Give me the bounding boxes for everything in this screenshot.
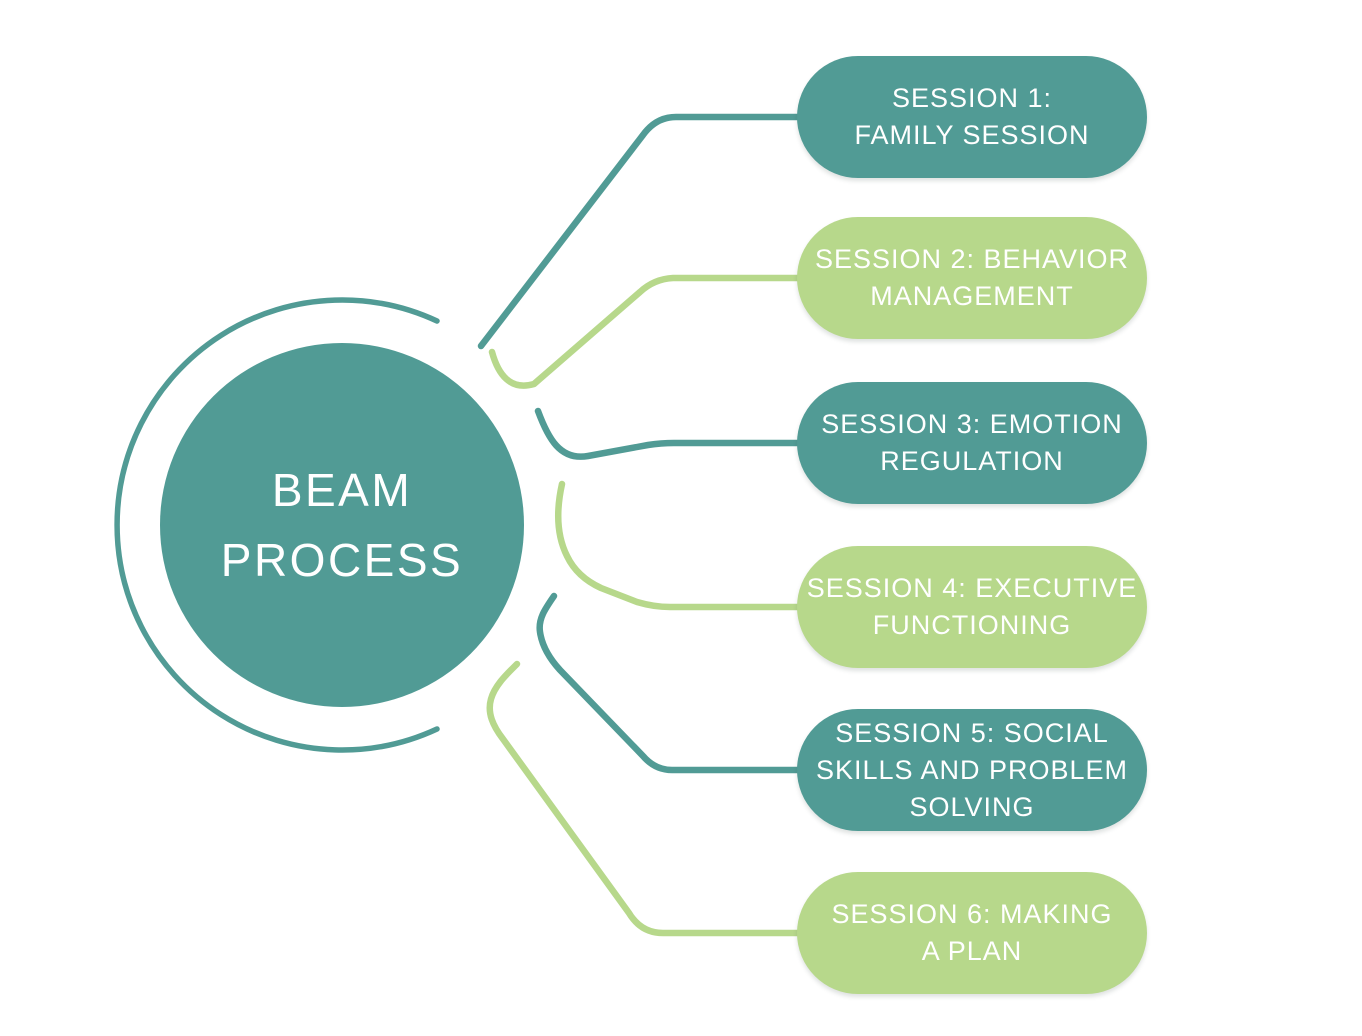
center-node: BEAM PROCESS — [160, 343, 524, 707]
session-6-label-line-2: A PLAN — [921, 936, 1023, 966]
connector-session-6 — [486, 660, 804, 937]
session-1-label-line-1: SESSION 1: — [891, 83, 1053, 113]
session-5-label-line-3: SOLVING — [909, 791, 1035, 822]
connector-session-2 — [488, 274, 804, 389]
connector-session-3 — [534, 407, 804, 460]
session-6-label-line-1: SESSION 6: MAKING — [831, 899, 1113, 929]
session-5-label-line-1: SESSION 5: SOCIAL — [835, 717, 1109, 748]
session-2-label-line-2: MANAGEMENT — [870, 281, 1074, 311]
session-3-label-line-1: SESSION 3: EMOTION — [821, 409, 1123, 439]
connector-session-1 — [477, 113, 804, 350]
session-5-node: SESSION 5: SOCIAL SKILLS AND PROBLEM SOL… — [797, 709, 1147, 831]
center-title-line-2: PROCESS — [220, 534, 464, 586]
session-3-node: SESSION 3: EMOTION REGULATION — [797, 382, 1147, 504]
session-6-node: SESSION 6: MAKING A PLAN — [797, 872, 1147, 994]
session-4-label-line-2: FUNCTIONING — [872, 610, 1072, 640]
session-4-node: SESSION 4: EXECUTIVE FUNCTIONING — [797, 546, 1147, 668]
session-2-label-line-1: SESSION 2: BEHAVIOR — [814, 244, 1130, 274]
connector-session-4 — [555, 480, 804, 611]
session-4-label-line-1: SESSION 4: EXECUTIVE — [806, 573, 1138, 603]
connector-session-5 — [536, 592, 804, 774]
outer-ring-arc — [114, 297, 440, 753]
session-1-node: SESSION 1: FAMILY SESSION — [797, 56, 1147, 178]
center-title-line-1: BEAM — [271, 464, 413, 516]
session-3-label-line-2: REGULATION — [880, 446, 1064, 476]
session-5-label-line-2: SKILLS AND PROBLEM — [815, 754, 1129, 785]
session-2-node: SESSION 2: BEHAVIOR MANAGEMENT — [797, 217, 1147, 339]
session-1-label-line-2: FAMILY SESSION — [854, 120, 1090, 150]
